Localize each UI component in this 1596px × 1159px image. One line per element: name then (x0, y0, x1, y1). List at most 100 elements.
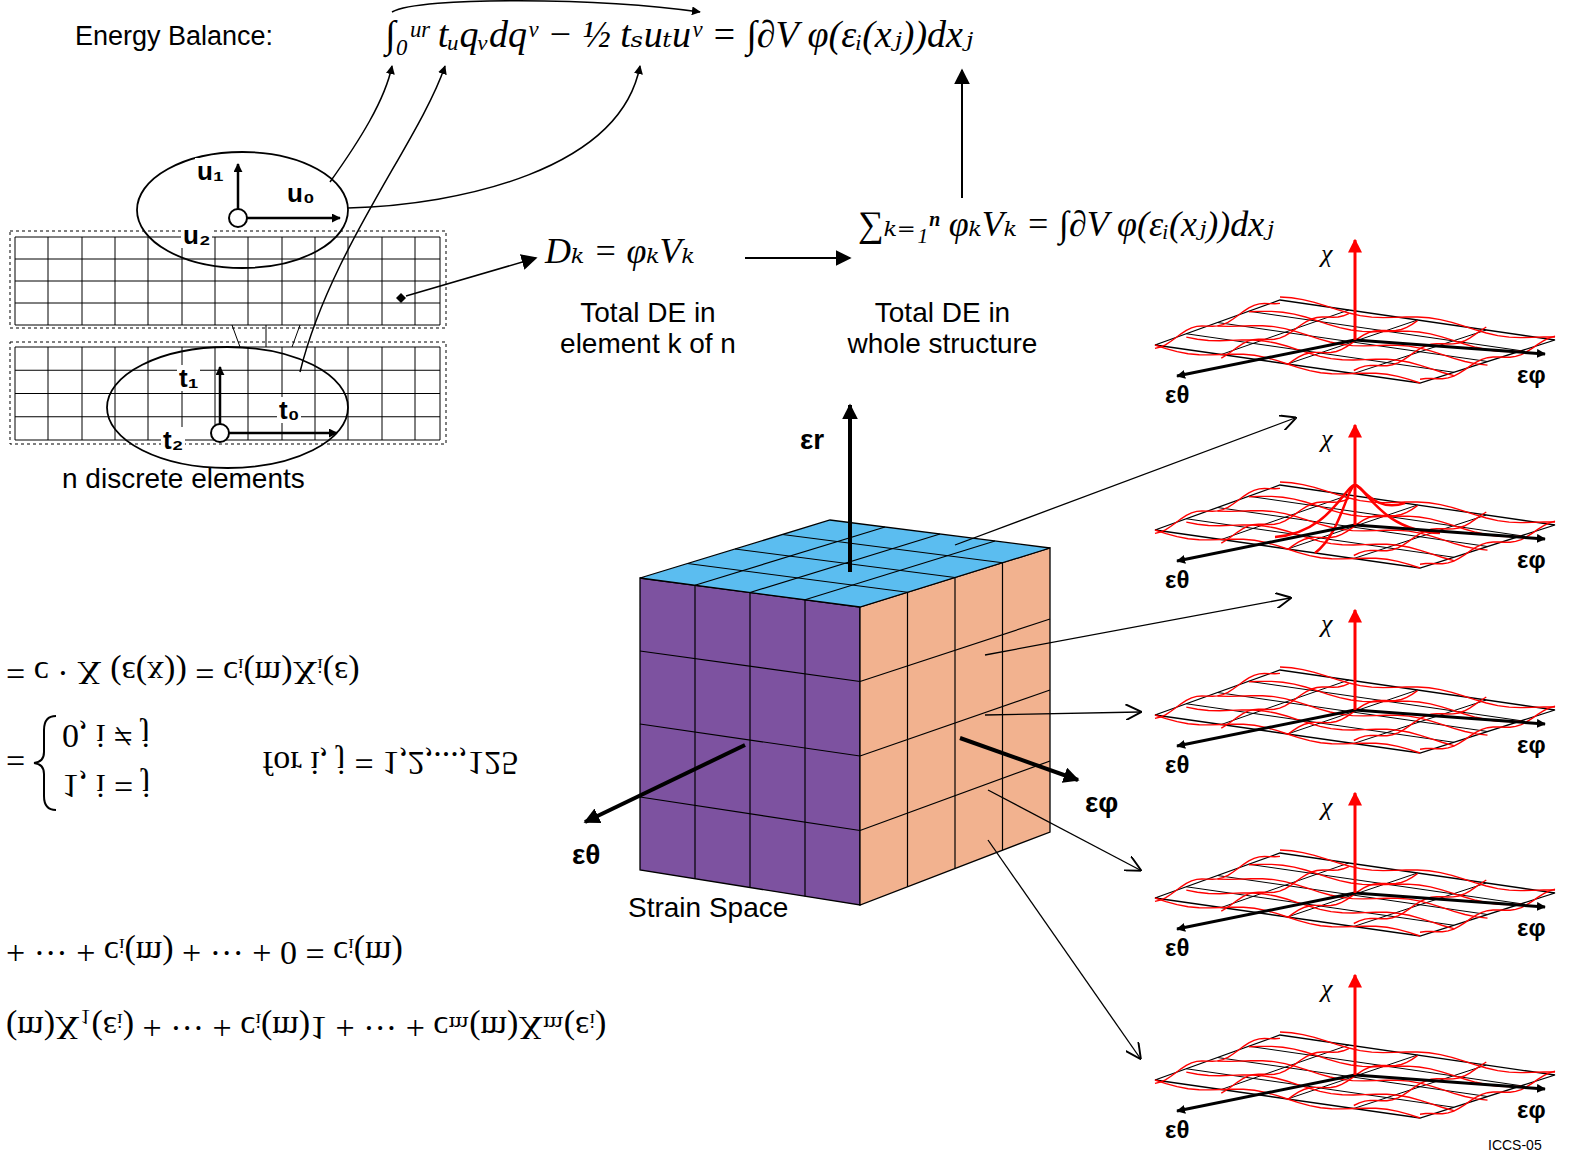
chi-axis (1354, 793, 1357, 893)
mesh-line (15, 259, 440, 260)
label: (m)X₁(εᵢ) + ··· + cᵢ(m)1 + ··· + cₘ(m)Xₘ… (6, 1010, 606, 1047)
fe-mesh (10, 231, 446, 444)
undeformed-outline (10, 342, 446, 444)
strain-layer (1155, 240, 1555, 383)
label: ∫₀ᵘʳ tᵤqᵥdqᵛ − ½ tₛuₜuᵛ = ∫∂V φ(εᵢ(xⱼ))d… (385, 14, 973, 56)
leader-line (961, 70, 963, 198)
strain-layer (1155, 793, 1555, 936)
mesh-line (282, 237, 283, 325)
label: εφ (1515, 362, 1548, 388)
cube-face (860, 548, 1050, 905)
mesh-line (266, 325, 267, 347)
chi-axis (1354, 975, 1357, 1075)
axis-arrow (848, 405, 852, 572)
mesh-line (15, 416, 440, 417)
response-curve (1221, 684, 1349, 729)
element-marker (396, 293, 406, 303)
axis-arrow (1177, 1075, 1355, 1111)
leader-line (985, 712, 1140, 715)
label: εφ (1515, 547, 1548, 573)
grid-line (1354, 330, 1487, 374)
mesh-line (415, 237, 416, 325)
axis-arrow (1355, 525, 1545, 539)
label: εφ (1515, 915, 1548, 941)
mesh-line (115, 237, 116, 325)
leader-line (955, 418, 1295, 545)
label: εθ (1163, 752, 1191, 778)
axis-arrow (1355, 710, 1545, 724)
mesh-line (48, 237, 49, 325)
grid-line (1354, 515, 1487, 559)
mesh-line (15, 237, 440, 238)
leader-line (330, 66, 392, 182)
mesh-line (348, 347, 349, 440)
label: εθ (1163, 935, 1191, 961)
brace (34, 716, 56, 810)
grid-line (805, 541, 995, 600)
undeformed-outline (10, 231, 446, 328)
axis-arrow (1177, 710, 1355, 746)
dof-label: u₀ (285, 180, 317, 206)
response-curve (1280, 297, 1555, 338)
label: χ (1321, 425, 1332, 454)
mesh-line (15, 440, 440, 441)
mesh-line (15, 347, 16, 440)
strain-layer (1155, 610, 1555, 753)
label: χ (1321, 793, 1332, 822)
strain-layer (1155, 425, 1555, 568)
dof-label: u₁ (195, 158, 226, 184)
leader-lines (34, 1, 1295, 1058)
label: Total DE in element k of n (528, 298, 768, 360)
mesh-line (382, 237, 383, 325)
dof-label: u₂ (181, 222, 212, 248)
label: ∑ₖ₌₁ⁿ φₖVₖ = ∫∂V φ(εᵢ(xⱼ))dxⱼ (858, 205, 1274, 245)
mesh-line (115, 347, 116, 440)
ellipse-callout: t₁t₀t₂ (105, 345, 350, 470)
mesh-line (315, 347, 316, 440)
mesh-line (15, 325, 440, 326)
mesh-line (382, 347, 383, 440)
dof-arrow (229, 432, 337, 435)
strain-layer (1155, 975, 1555, 1118)
label: = c · X (ε(x)) = cᵢ(m)Xᵢ(ε) (6, 655, 360, 692)
axis-arrow (1355, 1075, 1545, 1089)
label: + ··· + cᵢ(m) + ··· + 0 = cᵢ(m) (6, 935, 403, 972)
label: εθ (1163, 382, 1191, 408)
grid-line (1354, 883, 1487, 927)
label: εφ (1515, 732, 1548, 758)
grid-line (860, 690, 1050, 756)
leader-line (392, 1, 700, 12)
chi-axis (1354, 240, 1357, 340)
dof-arrow (247, 217, 340, 220)
label: χ (1321, 610, 1332, 639)
mesh-line (232, 325, 240, 347)
dof-label: t₁ (177, 365, 200, 391)
label: for i, j = 1,2,...,125 (262, 745, 518, 782)
ellipse-shape (107, 347, 348, 468)
mesh-line (48, 347, 49, 440)
mesh-line (15, 281, 440, 282)
grid-line (804, 600, 805, 897)
mesh-line (82, 347, 83, 440)
chi-axis (1354, 610, 1357, 710)
leader-line (745, 257, 850, 259)
mesh-line (148, 237, 149, 325)
label: εθ (1163, 567, 1191, 593)
label: εφ (1085, 788, 1118, 819)
ellipse-outline (105, 345, 350, 470)
mesh-line (282, 347, 283, 440)
axis-arrow (1177, 525, 1355, 561)
axis-arrow (1355, 893, 1545, 907)
ellipse-callout: u₁ u₀ u₂ (135, 150, 350, 270)
mesh-line (215, 237, 216, 325)
axis-arrow (585, 745, 745, 822)
response-curve (1221, 1049, 1349, 1094)
leader-line (348, 66, 640, 208)
mesh-line (440, 237, 441, 325)
axis-arrow (1177, 340, 1355, 376)
response-curve (1280, 482, 1555, 523)
response-curve (1221, 867, 1349, 912)
ellipse-outline (135, 150, 350, 270)
